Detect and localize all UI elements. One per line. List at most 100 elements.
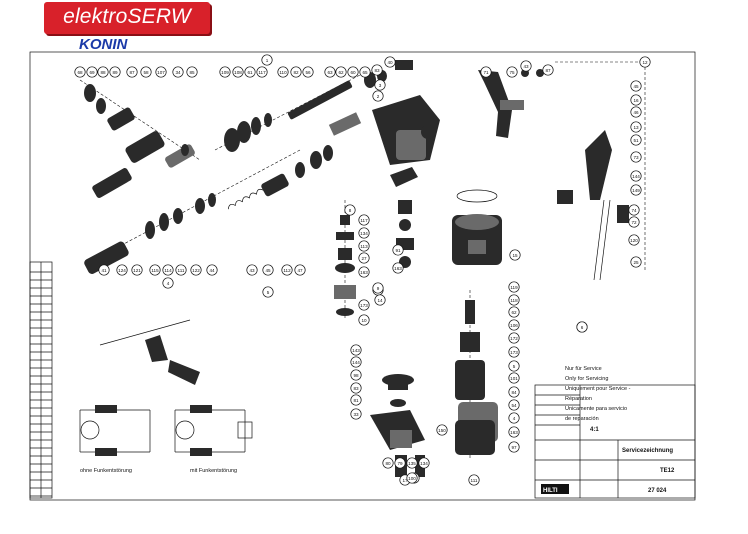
part-callout: 108 [232, 66, 244, 78]
callout-number: 163 [394, 266, 402, 271]
part-callout: 111 [468, 474, 480, 486]
part-callout: 118 [508, 294, 520, 306]
callout-circle [97, 66, 109, 78]
callout-number: 113 [360, 244, 368, 249]
callout-number: 124 [118, 268, 126, 273]
callout-circle [630, 151, 642, 163]
callout-number: 100 [408, 476, 416, 481]
part-callout: 1 [261, 54, 273, 66]
callout-circle [542, 64, 554, 76]
part-callout: 173 [358, 299, 370, 311]
part-callout: 8 [344, 204, 356, 216]
callout-number: 16 [633, 98, 639, 103]
brand-logo-text: elektroSERW [63, 5, 191, 28]
callout-number: 101 [510, 376, 518, 381]
callout-number: 119 [510, 285, 518, 290]
callout-circle [347, 66, 359, 78]
callout-number: 111 [178, 268, 185, 273]
part-callout: 110 [277, 66, 289, 78]
part-callout: 79 [394, 457, 406, 469]
service-note-line: de reparación [565, 416, 599, 422]
callout-number: 115 [151, 268, 159, 273]
callout-circle [630, 94, 642, 106]
callout-circle [162, 277, 174, 289]
callout-circle [630, 80, 642, 92]
callout-number: 88 [100, 70, 106, 75]
callout-number: 74 [631, 208, 637, 213]
service-note-line: Unicamente para servicio [565, 406, 627, 412]
crankcase [328, 95, 440, 165]
callout-circle [206, 264, 218, 276]
part-callout: 58 [140, 66, 152, 78]
part-callout: 43 [246, 264, 258, 276]
part-callout: 84 [508, 386, 520, 398]
callout-circle [508, 332, 520, 344]
part-callout: 113 [358, 240, 370, 252]
callout-number: 143 [352, 348, 360, 353]
part-callout: 13 [630, 121, 642, 133]
part-callout: 81 [350, 394, 362, 406]
part-callout: 46 [630, 106, 642, 118]
part-callout: 60 [347, 66, 359, 78]
part-callout: 85 [186, 66, 198, 78]
callout-circle [628, 234, 640, 246]
part-callout: 68 [74, 66, 86, 78]
part-callout: 82 [290, 66, 302, 78]
part-callout: 107 [155, 66, 167, 78]
callout-circle [344, 204, 356, 216]
callout-circle [172, 66, 184, 78]
part-callout: 4 [162, 277, 174, 289]
part-callout: 73 [630, 151, 642, 163]
callout-circle [508, 412, 520, 424]
callout-circle [244, 66, 256, 78]
callout-number: 87 [545, 68, 551, 73]
callout-number: 163 [360, 270, 368, 275]
part-callout: 56 [302, 66, 314, 78]
callout-circle [630, 134, 642, 146]
callout-circle [509, 249, 521, 261]
callout-circle [86, 66, 98, 78]
callout-number: 13 [633, 125, 639, 130]
callout-circle [628, 204, 640, 216]
part-callout: 134 [358, 227, 370, 239]
callout-circle [371, 64, 383, 76]
callout-number: 71 [483, 70, 489, 75]
part-callout: 163 [392, 262, 404, 274]
callout-circle [190, 264, 202, 276]
callout-circle [436, 424, 448, 436]
callout-number: 149 [632, 188, 640, 193]
part-callout: 112 [281, 264, 293, 276]
callout-number: 75 [509, 70, 515, 75]
callout-circle [109, 66, 121, 78]
callout-circle [639, 56, 651, 68]
part-callout: 87 [542, 64, 554, 76]
part-callout: 69 [86, 66, 98, 78]
callout-number: 47 [297, 268, 303, 273]
caption-with-suppression: mit Funkentstörung [190, 468, 237, 474]
callout-number: 97 [511, 445, 517, 450]
part-callout: 72 [628, 216, 640, 228]
callout-circle [392, 244, 404, 256]
callout-number: 44 [209, 268, 215, 273]
callout-circle [116, 264, 128, 276]
part-callout: 144 [350, 356, 362, 368]
connecting-parts [334, 167, 418, 320]
callout-number: 17 [402, 478, 408, 483]
part-callout: 172 [508, 332, 520, 344]
side-handle [99, 319, 200, 385]
part-callout: 117 [256, 66, 268, 78]
callout-circle [219, 66, 231, 78]
part-callout: 80 [382, 457, 394, 469]
callout-circle [468, 474, 480, 486]
callout-circle [358, 252, 370, 264]
callout-circle [576, 321, 588, 333]
part-callout: 14 [374, 294, 386, 306]
callout-circle [630, 184, 642, 196]
callout-number: 25 [633, 260, 639, 265]
brand-logo: elektroSERW [44, 2, 210, 34]
part-callout: 54 [508, 399, 520, 411]
callout-circle [256, 66, 268, 78]
